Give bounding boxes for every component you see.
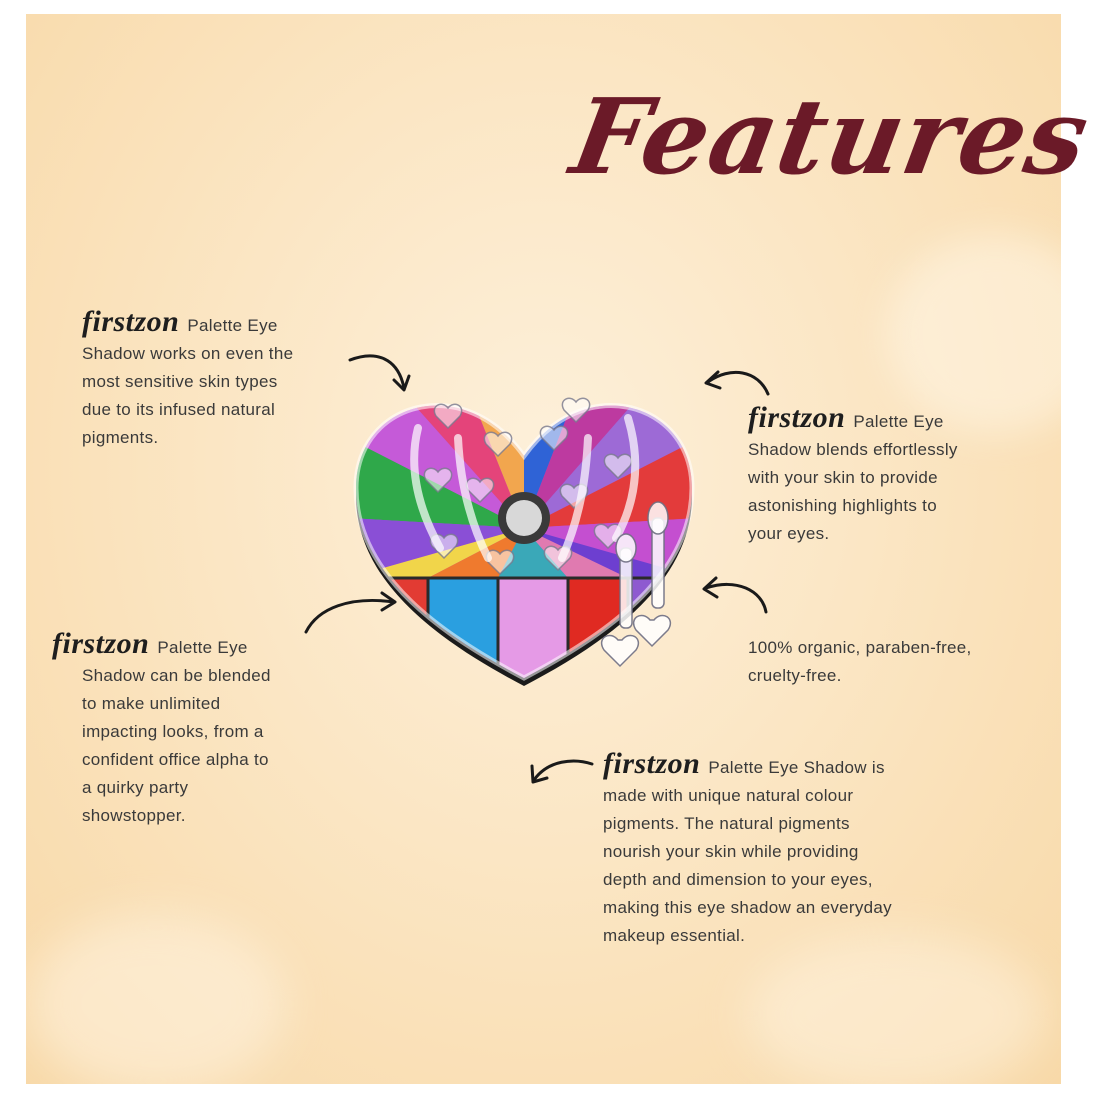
feature-line: 100% organic, paraben-free, [748, 638, 972, 657]
feature-line: Shadow can be blended [82, 666, 271, 685]
curved-arrow-icon [348, 354, 411, 392]
feature-sensitive-skin: firstzon Palette Eye Shadow works on even… [82, 305, 294, 452]
heart-eyeshadow-palette-image [353, 397, 695, 686]
curved-arrow-icon [704, 370, 770, 396]
brand-name: firstzon [603, 747, 701, 780]
background-highlight [746, 934, 1046, 1084]
curved-arrow-icon [530, 759, 594, 784]
feature-lead: Palette Eye [853, 412, 944, 431]
feature-first-line: firstzon Palette Eye Shadow is [603, 747, 892, 782]
feature-line: pigments. [82, 428, 159, 447]
feature-line: due to its infused natural [82, 400, 276, 419]
curved-arrow-icon [304, 591, 397, 634]
brand-name: firstzon [748, 401, 846, 434]
feature-first-line: firstzon Palette Eye [52, 627, 271, 662]
feature-blends-effortlessly: firstzon Palette Eye Shadow blends effort… [748, 401, 958, 548]
feature-line: pigments. The natural pigments [603, 814, 850, 833]
features-panel [26, 14, 1061, 1084]
feature-line: depth and dimension to your eyes, [603, 870, 873, 889]
feature-line: a quirky party [82, 778, 189, 797]
feature-lead: Palette Eye [157, 638, 248, 657]
features-title: Features [563, 75, 1098, 198]
feature-line: Shadow works on even the [82, 344, 294, 363]
feature-line: making this eye shadow an everyday [603, 898, 892, 917]
feature-organic: 100% organic, paraben-free, cruelty-free… [748, 634, 972, 690]
feature-line: astonishing highlights to [748, 496, 937, 515]
feature-first-line: firstzon Palette Eye [748, 401, 958, 436]
feature-line: impacting looks, from a [82, 722, 264, 741]
feature-first-line: firstzon Palette Eye [82, 305, 293, 340]
feature-line: cruelty-free. [748, 666, 842, 685]
feature-line: to make unlimited [82, 694, 221, 713]
brand-name: firstzon [52, 627, 150, 660]
feature-line: made with unique natural colour [603, 786, 854, 805]
feature-line: Shadow blends effortlessly [748, 440, 958, 459]
feature-natural-pigments: firstzon Palette Eye Shadow is made with … [603, 747, 892, 950]
background-highlight [886, 234, 1061, 434]
feature-line: with your skin to provide [748, 468, 938, 487]
feature-line: nourish your skin while providing [603, 842, 859, 861]
feature-unlimited-looks: firstzon Palette Eye Shadow can be blende… [52, 627, 271, 830]
feature-line: showstopper. [82, 806, 186, 825]
feature-line: most sensitive skin types [82, 372, 278, 391]
brand-name: firstzon [82, 305, 180, 338]
feature-lead: Palette Eye Shadow is [708, 758, 885, 777]
feature-line: confident office alpha to [82, 750, 269, 769]
background-highlight [26, 914, 286, 1084]
feature-lead: Palette Eye [187, 316, 278, 335]
feature-line: your eyes. [748, 524, 830, 543]
curved-arrow-icon [702, 576, 768, 614]
feature-line: makeup essential. [603, 926, 746, 945]
